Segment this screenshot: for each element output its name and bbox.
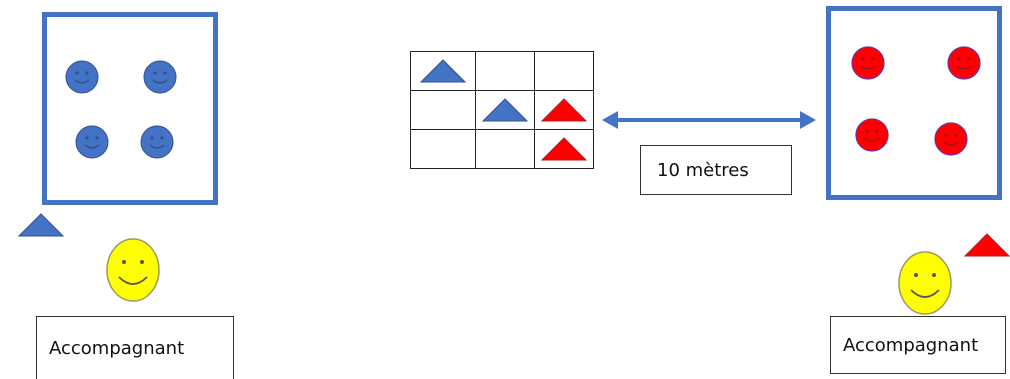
red-team-area (826, 6, 1002, 200)
blue-player-icon (75, 125, 109, 159)
red-triangle-icon (541, 137, 587, 161)
red-triangle-icon (964, 233, 1010, 257)
grid-cell (534, 129, 594, 169)
blue-triangle-icon (482, 98, 528, 122)
red-player-icon (855, 118, 889, 152)
distance-label: 10 mètres (657, 159, 749, 181)
grid-cell (475, 51, 535, 91)
distance-arrow-icon (602, 111, 816, 129)
red-player-icon (934, 122, 968, 156)
distance-label-box: 10 mètres (640, 145, 792, 195)
blue-player-icon (65, 60, 99, 94)
red-player-icon (947, 46, 981, 80)
grid-cell (534, 51, 594, 91)
escort-label-text: Accompagnant (49, 337, 185, 359)
red-player-icon (851, 46, 885, 80)
blue-triangle-icon (420, 59, 466, 83)
blue-player-icon (140, 125, 174, 159)
grid-cell (475, 129, 535, 169)
escort-label-left: Accompagnant (36, 316, 234, 379)
grid-cell (534, 90, 594, 130)
grid-cell (475, 90, 535, 130)
grid-cell (410, 129, 476, 169)
red-triangle-icon (541, 98, 587, 122)
escort-smiley-icon (106, 238, 160, 302)
escort-smiley-icon (898, 251, 952, 315)
escort-label-text: Accompagnant (843, 334, 979, 356)
escort-label-right: Accompagnant (830, 316, 1006, 374)
blue-team-area (42, 12, 218, 205)
grid-cell (410, 90, 476, 130)
blue-triangle-icon (18, 213, 64, 237)
blue-player-icon (143, 60, 177, 94)
position-grid (410, 51, 594, 169)
grid-cell (410, 51, 476, 91)
